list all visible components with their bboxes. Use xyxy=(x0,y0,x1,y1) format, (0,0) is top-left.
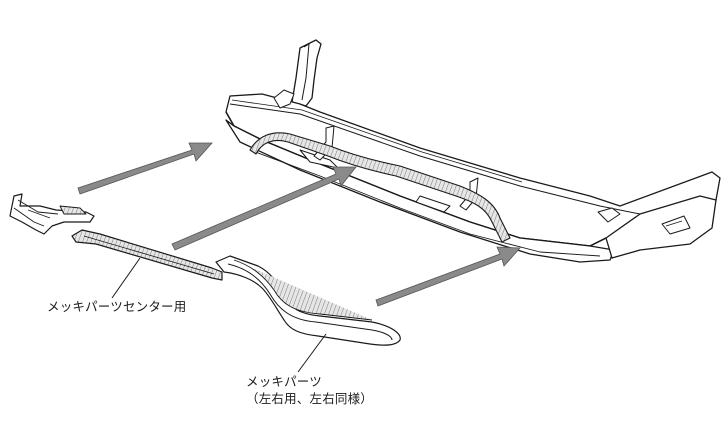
side-part-label: メッキパーツ xyxy=(246,374,322,389)
left-chrome-piece xyxy=(9,193,95,235)
leader-center-part xyxy=(111,257,141,299)
leader-lines xyxy=(111,257,327,373)
assembly-arrows xyxy=(77,142,521,307)
callout-side-part: メッキパーツ （左右用、左右同様） xyxy=(246,373,373,407)
leader-side-part xyxy=(297,333,327,373)
arrow-left-piece xyxy=(77,142,213,195)
bumper-right-end xyxy=(605,195,717,259)
center-part-label: メッキパーツセンター用 xyxy=(47,299,187,314)
side-part-note: （左右用、左右同様） xyxy=(246,391,374,406)
bumper-chrome-rail xyxy=(249,132,511,243)
side-chrome-piece xyxy=(215,255,401,346)
center-chrome-bar xyxy=(71,229,223,281)
callout-center-part: メッキパーツセンター用 xyxy=(47,298,186,315)
arrow-center-bar xyxy=(171,166,357,251)
arrow-side-piece xyxy=(375,246,521,307)
rear-bumper xyxy=(225,39,721,263)
